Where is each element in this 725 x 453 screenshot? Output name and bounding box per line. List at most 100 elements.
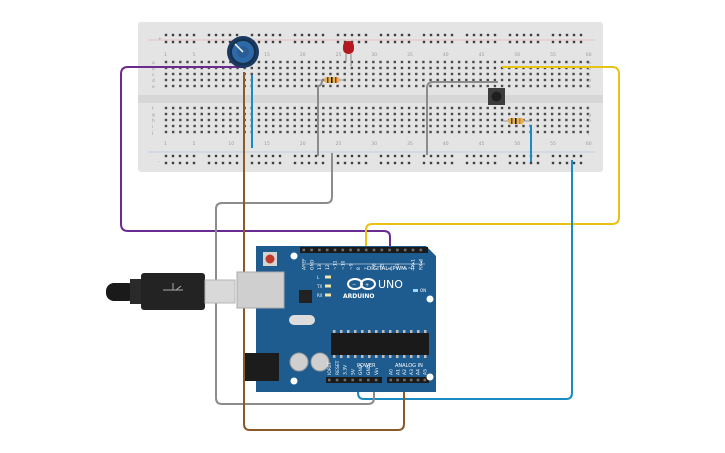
breadboard-hole [407, 161, 411, 165]
header-pin[interactable] [333, 248, 337, 252]
wire-brown[interactable] [243, 72, 405, 431]
wire-gray-button[interactable] [426, 81, 498, 155]
breadboard-hole [579, 112, 582, 116]
breadboard-hole [472, 112, 475, 116]
header-pin[interactable] [325, 248, 329, 252]
header-pin[interactable] [341, 248, 345, 252]
breadboard-hole [264, 130, 268, 134]
breadboard-hole [379, 112, 382, 116]
breadboard-hole [551, 161, 555, 165]
breadboard-hole [178, 161, 182, 165]
breadboard-hole [164, 60, 168, 64]
breadboard-hole [572, 161, 576, 165]
breadboard-hole [222, 118, 225, 122]
breadboard-hole [229, 60, 232, 64]
breadboard-hole [279, 66, 282, 70]
breadboard-hole [407, 66, 411, 70]
wire-yellow[interactable] [365, 66, 620, 248]
header-pin[interactable] [409, 378, 413, 382]
header-pin[interactable] [396, 248, 399, 252]
breadboard-hole [479, 130, 482, 134]
pin-label: A0 [389, 369, 395, 375]
breadboard-hole [450, 78, 454, 82]
chip-pin [396, 355, 399, 358]
header-pin[interactable] [403, 378, 406, 382]
breadboard-hole [579, 161, 583, 165]
breadboard-hole [515, 84, 518, 88]
pushbutton[interactable] [488, 88, 505, 105]
header-pin[interactable] [364, 248, 368, 252]
header-pin[interactable] [349, 248, 352, 252]
breadboard-hole [207, 106, 211, 110]
header-pin[interactable] [351, 378, 354, 382]
header-pin[interactable] [359, 378, 362, 382]
digital-header[interactable] [300, 247, 428, 253]
usb-cable[interactable] [106, 273, 236, 310]
breadboard-hole [551, 154, 555, 158]
breadboard-hole [558, 106, 561, 110]
header-pin[interactable] [380, 248, 384, 252]
header-pin[interactable] [419, 248, 423, 252]
breadboard-hole [422, 130, 425, 134]
header-pin[interactable] [416, 378, 420, 382]
breadboard-hole [314, 112, 318, 116]
breadboard-hole [386, 124, 389, 128]
breadboard-hole [522, 72, 525, 76]
breadboard[interactable]: 1155101015152020252530303535404045455050… [138, 22, 603, 172]
breadboard-hole [436, 112, 439, 116]
wire-blue-analog[interactable] [357, 160, 573, 400]
red-led[interactable] [343, 41, 354, 66]
header-pin[interactable] [403, 248, 407, 252]
wire-gray-resistor[interactable] [317, 79, 323, 156]
breadboard-hole [365, 130, 368, 134]
breadboard-hole [415, 60, 418, 64]
header-pin[interactable] [388, 248, 391, 252]
breadboard-hole [422, 40, 426, 44]
header-pin[interactable] [328, 378, 331, 382]
breadboard-hole [429, 78, 432, 82]
header-pin[interactable] [396, 378, 399, 382]
header-pin[interactable] [367, 378, 370, 382]
pin-label: ~5 [380, 263, 386, 270]
breadboard-hole [221, 33, 225, 37]
breadboard-hole [250, 33, 254, 37]
header-pin[interactable] [389, 378, 393, 382]
mounting-hole [290, 252, 298, 260]
header-pin[interactable] [318, 248, 321, 252]
row-letter: j [587, 130, 589, 136]
resistor-button[interactable] [503, 118, 530, 124]
breadboard-hole [479, 60, 482, 64]
breadboard-hole [508, 84, 511, 88]
breadboard-hole [415, 118, 418, 122]
breadboard-hole [250, 66, 253, 70]
breadboard-hole [357, 130, 361, 134]
breadboard-hole [579, 130, 582, 134]
header-pin[interactable] [372, 248, 376, 252]
breadboard-hole [436, 161, 440, 165]
breadboard-hole [522, 130, 525, 134]
pin-label: AREF [302, 258, 308, 270]
header-pin[interactable] [411, 248, 415, 252]
header-pin[interactable] [343, 378, 347, 382]
breadboard-hole [586, 106, 590, 110]
chip-pin [368, 330, 371, 333]
header-pin[interactable] [374, 378, 378, 382]
breadboard-hole [236, 84, 239, 88]
breadboard-hole [264, 106, 268, 110]
breadboard-hole [329, 66, 332, 70]
header-pin[interactable] [357, 248, 360, 252]
chip-pin [347, 330, 350, 333]
mounting-hole [290, 377, 298, 385]
wire-purple[interactable] [120, 66, 391, 248]
breadboard-hole [572, 154, 576, 158]
header-pin[interactable] [310, 248, 313, 252]
header-pin[interactable] [423, 378, 427, 382]
header-pin[interactable] [302, 248, 306, 252]
analog-header[interactable] [387, 377, 429, 383]
breadboard-hole [307, 72, 311, 76]
header-pin[interactable] [335, 378, 339, 382]
breadboard-hole [536, 33, 540, 37]
resistor-led[interactable] [318, 77, 346, 83]
potentiometer[interactable] [227, 36, 259, 68]
